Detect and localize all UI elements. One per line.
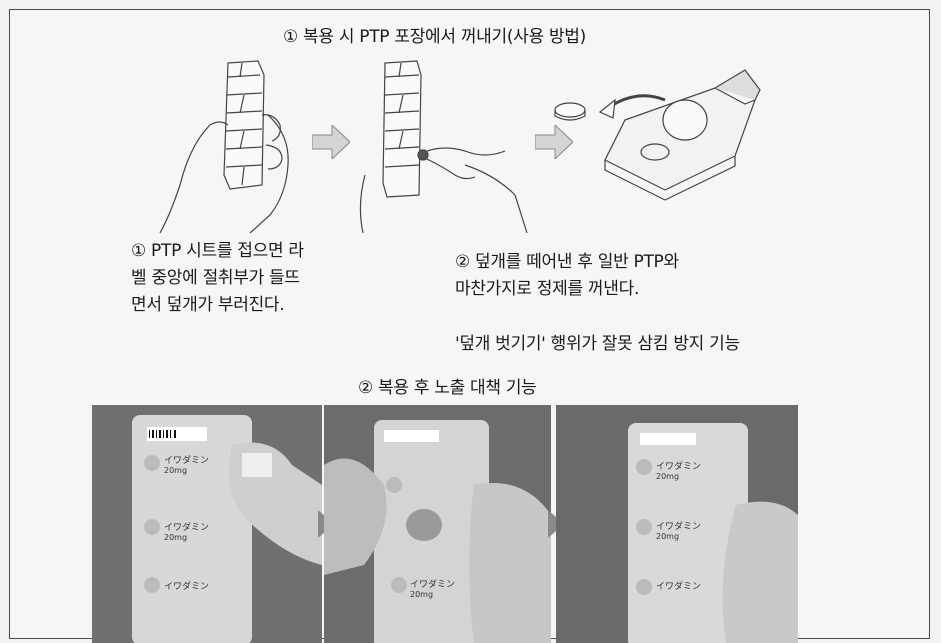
svg-text:イワダミン: イワダミン (164, 521, 209, 533)
step-arrow-icon (535, 125, 573, 159)
svg-text:イワダミン: イワダミン (656, 580, 701, 592)
svg-text:20mg: 20mg (410, 590, 433, 599)
step-arrow-icon (312, 125, 350, 159)
photo-step2: イワダミン 20mg (324, 405, 551, 643)
caption-mechanism: '덮개 벗기기' 행위가 잘못 삼킴 방지 기능 (455, 334, 740, 354)
photo-step1: イワダミン 20mg イワダミン 20mg イワダミン (92, 405, 322, 643)
svg-text:イワダミン: イワダミン (164, 454, 209, 466)
svg-text:20mg: 20mg (656, 472, 679, 481)
section1-title: ① 복용 시 PTP 포장에서 꺼내기(사용 방법) (283, 27, 586, 47)
caption-step1: ① PTP 시트를 접으면 라 벨 중앙에 절취부가 들뜨 면서 덮개가 부러진… (131, 238, 381, 319)
svg-text:20mg: 20mg (164, 466, 187, 475)
photo-step3: イワダミン 20mg イワダミン 20mg イワダミン (556, 405, 798, 643)
section2-title: ② 복용 후 노출 대책 기능 (358, 378, 537, 398)
caption-step2: ② 덮개를 떼어낸 후 일반 PTP와 마찬가지로 정제를 꺼낸다. (455, 249, 735, 303)
caption-step1-line: 면서 덮개가 부러진다. (131, 295, 285, 315)
svg-text:20mg: 20mg (656, 532, 679, 541)
caption-step1-line: 벨 중앙에 절취부가 들뜨 (131, 268, 300, 288)
caption-step1-line: ① PTP 시트를 접으면 라 (131, 241, 304, 261)
hand-folding-illustration (159, 60, 289, 234)
svg-text:20mg: 20mg (164, 533, 187, 542)
peeling-lid-illustration (359, 60, 528, 234)
svg-text:イワダミン: イワダミン (164, 580, 209, 592)
caption-step2-line: 마찬가지로 정제를 꺼낸다. (455, 279, 640, 299)
caption-step2-line: ② 덮개를 떼어낸 후 일반 PTP와 (455, 252, 679, 272)
tablet-removal-illustration (554, 69, 761, 201)
svg-text:イワダミン: イワダミン (410, 578, 455, 590)
svg-text:イワダミン: イワダミン (656, 460, 701, 472)
svg-text:イワダミン: イワダミン (656, 520, 701, 532)
